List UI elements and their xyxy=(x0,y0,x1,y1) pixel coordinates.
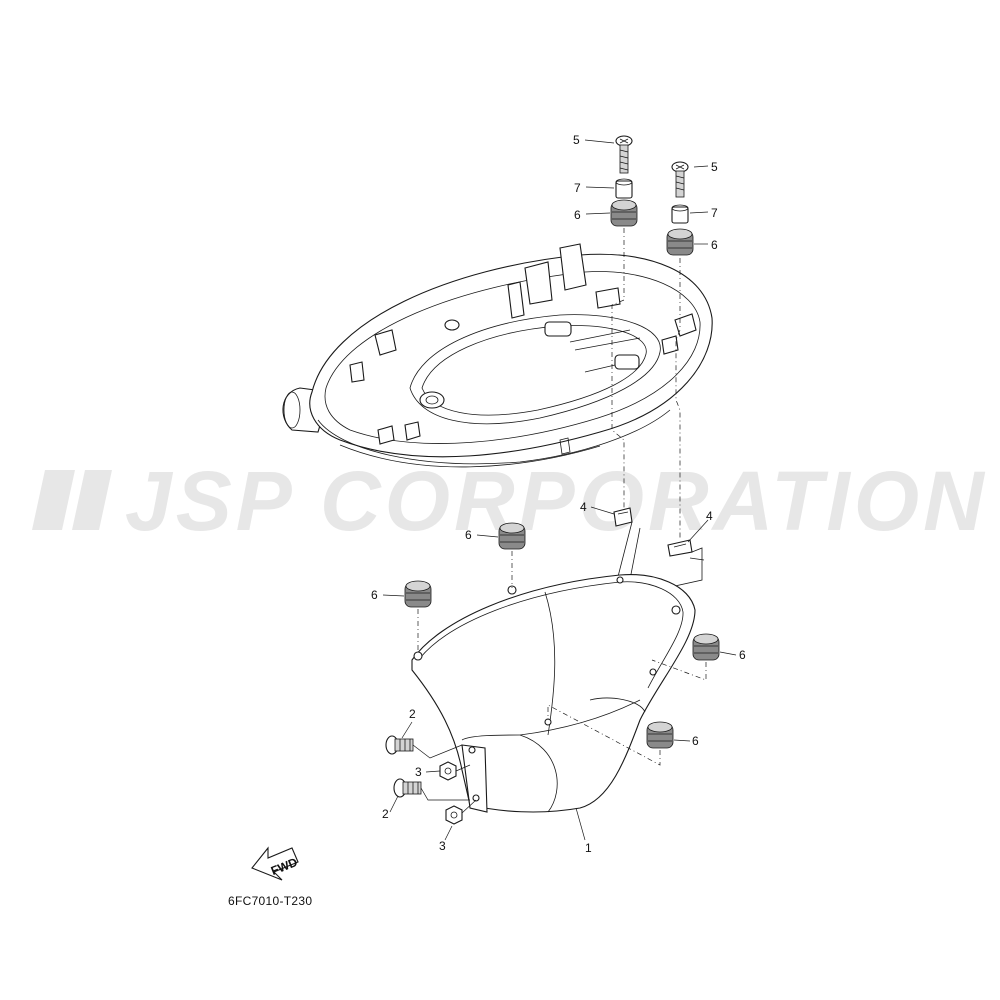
callout-4-right: 4 xyxy=(706,509,713,523)
nut-3-upper xyxy=(439,761,457,781)
callout-7-left: 7 xyxy=(574,181,581,195)
upper-cowling-housing xyxy=(282,243,713,468)
lower-cover xyxy=(411,574,696,813)
callout-6-mid-left: 6 xyxy=(465,528,472,542)
collar-7-left xyxy=(615,178,633,199)
callout-1-lower-cover: 1 xyxy=(585,841,592,855)
grommet-6-far-left xyxy=(404,580,432,608)
grommet-6-top-right xyxy=(666,228,694,256)
callout-2-lower: 2 xyxy=(382,807,389,821)
callout-5-right: 5 xyxy=(711,160,718,174)
callout-5-left: 5 xyxy=(573,133,580,147)
watermark-logo: JSP CORPORATION xyxy=(32,454,988,548)
callout-6-top-right: 6 xyxy=(711,238,718,252)
callout-2-upper: 2 xyxy=(409,707,416,721)
nut-3-lower xyxy=(445,805,463,825)
callout-6-top-left: 6 xyxy=(574,208,581,222)
grommet-6-right-upper xyxy=(692,633,720,661)
grommet-6-right-lower xyxy=(646,721,674,749)
bolt-2-upper xyxy=(385,735,414,755)
callout-3-upper: 3 xyxy=(415,765,422,779)
callout-6-right-lower: 6 xyxy=(692,734,699,748)
watermark-text: JSP CORPORATION xyxy=(125,454,988,548)
fwd-arrow-icon: FWD xyxy=(251,846,300,881)
screw-5-left xyxy=(615,135,633,174)
callout-7-right: 7 xyxy=(711,206,718,220)
collar-7-right xyxy=(671,204,689,224)
callout-6-right-upper: 6 xyxy=(739,648,746,662)
callout-4-left: 4 xyxy=(580,500,587,514)
callout-3-lower: 3 xyxy=(439,839,446,853)
grommet-6-top-left xyxy=(610,199,638,227)
callout-6-far-left: 6 xyxy=(371,588,378,602)
grommet-6-mid-left xyxy=(498,522,526,550)
screw-5-right xyxy=(671,161,689,198)
diagram-code: 6FC7010-T230 xyxy=(228,894,312,908)
bolt-2-lower xyxy=(393,778,422,798)
